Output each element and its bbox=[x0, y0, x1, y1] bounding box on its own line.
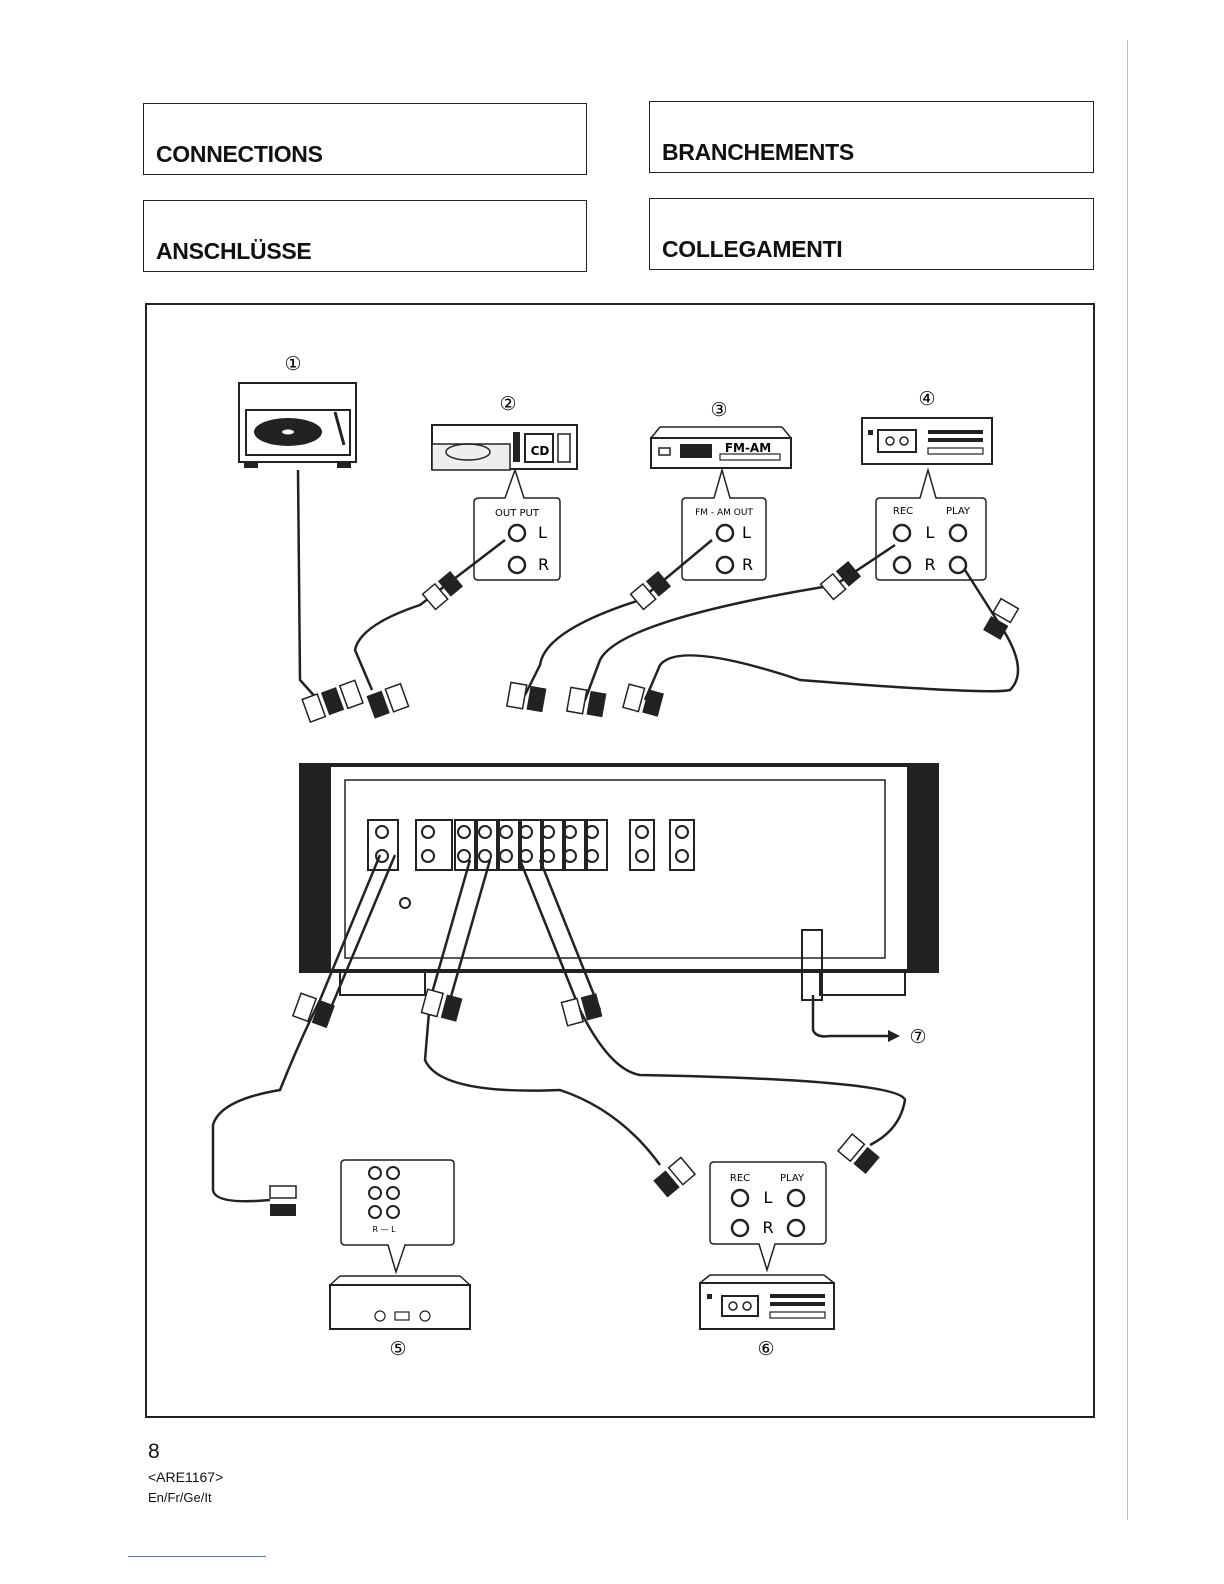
callout-1: ① bbox=[284, 353, 301, 375]
tape-bottom-play: PLAY bbox=[780, 1173, 805, 1184]
tuner-label: FM-AM bbox=[725, 441, 771, 455]
tape-bottom-l: L bbox=[764, 1188, 773, 1207]
tape-top-l: L bbox=[926, 523, 935, 542]
cd-label: CD bbox=[531, 444, 550, 458]
top-plugs bbox=[302, 561, 1018, 722]
callout-7: ⑦ bbox=[909, 1026, 926, 1048]
cd-player-icon bbox=[432, 425, 577, 470]
callout-4: ④ bbox=[918, 388, 935, 410]
tuner-panel-title: FM - AM OUT bbox=[695, 508, 753, 518]
tape-bottom-panel bbox=[710, 1162, 826, 1270]
cd-panel-l: L bbox=[538, 523, 547, 542]
tape-top-rec: REC bbox=[893, 506, 913, 517]
tape-bottom-r: R bbox=[762, 1218, 773, 1237]
callout-2: ② bbox=[499, 393, 516, 415]
tuner-panel-r: R bbox=[742, 555, 753, 574]
cassette-deck-bottom-icon bbox=[700, 1275, 834, 1329]
cassette-deck-top-icon bbox=[862, 418, 992, 464]
amplifier-jacks bbox=[368, 820, 694, 908]
page-number: 8 bbox=[148, 1440, 160, 1464]
tape-top-play: PLAY bbox=[946, 506, 971, 517]
callout-5: ⑤ bbox=[389, 1338, 406, 1360]
blue-underline bbox=[128, 1556, 266, 1557]
document-code: <ARE1167> bbox=[148, 1469, 223, 1485]
callout-3: ③ bbox=[710, 399, 727, 421]
control-amp-panel bbox=[341, 1160, 454, 1272]
tape-top-r: R bbox=[924, 555, 935, 574]
amp-panel-rl: R — L bbox=[372, 1225, 396, 1234]
arrow-to-mains bbox=[888, 1030, 900, 1042]
language-list: En/Fr/Ge/It bbox=[148, 1490, 212, 1505]
turntable-icon bbox=[239, 383, 356, 468]
tuner-output-panel bbox=[682, 470, 766, 580]
diagram-frame bbox=[146, 304, 1094, 1417]
cd-panel-r: R bbox=[538, 555, 549, 574]
callout-6: ⑥ bbox=[757, 1338, 774, 1360]
amplifier-rear-panel bbox=[301, 765, 937, 1000]
tape-bottom-rec: REC bbox=[730, 1173, 750, 1184]
tuner-panel-l: L bbox=[742, 523, 751, 542]
cd-panel-title: OUT PUT bbox=[495, 508, 540, 519]
control-amplifier-icon bbox=[330, 1276, 470, 1329]
